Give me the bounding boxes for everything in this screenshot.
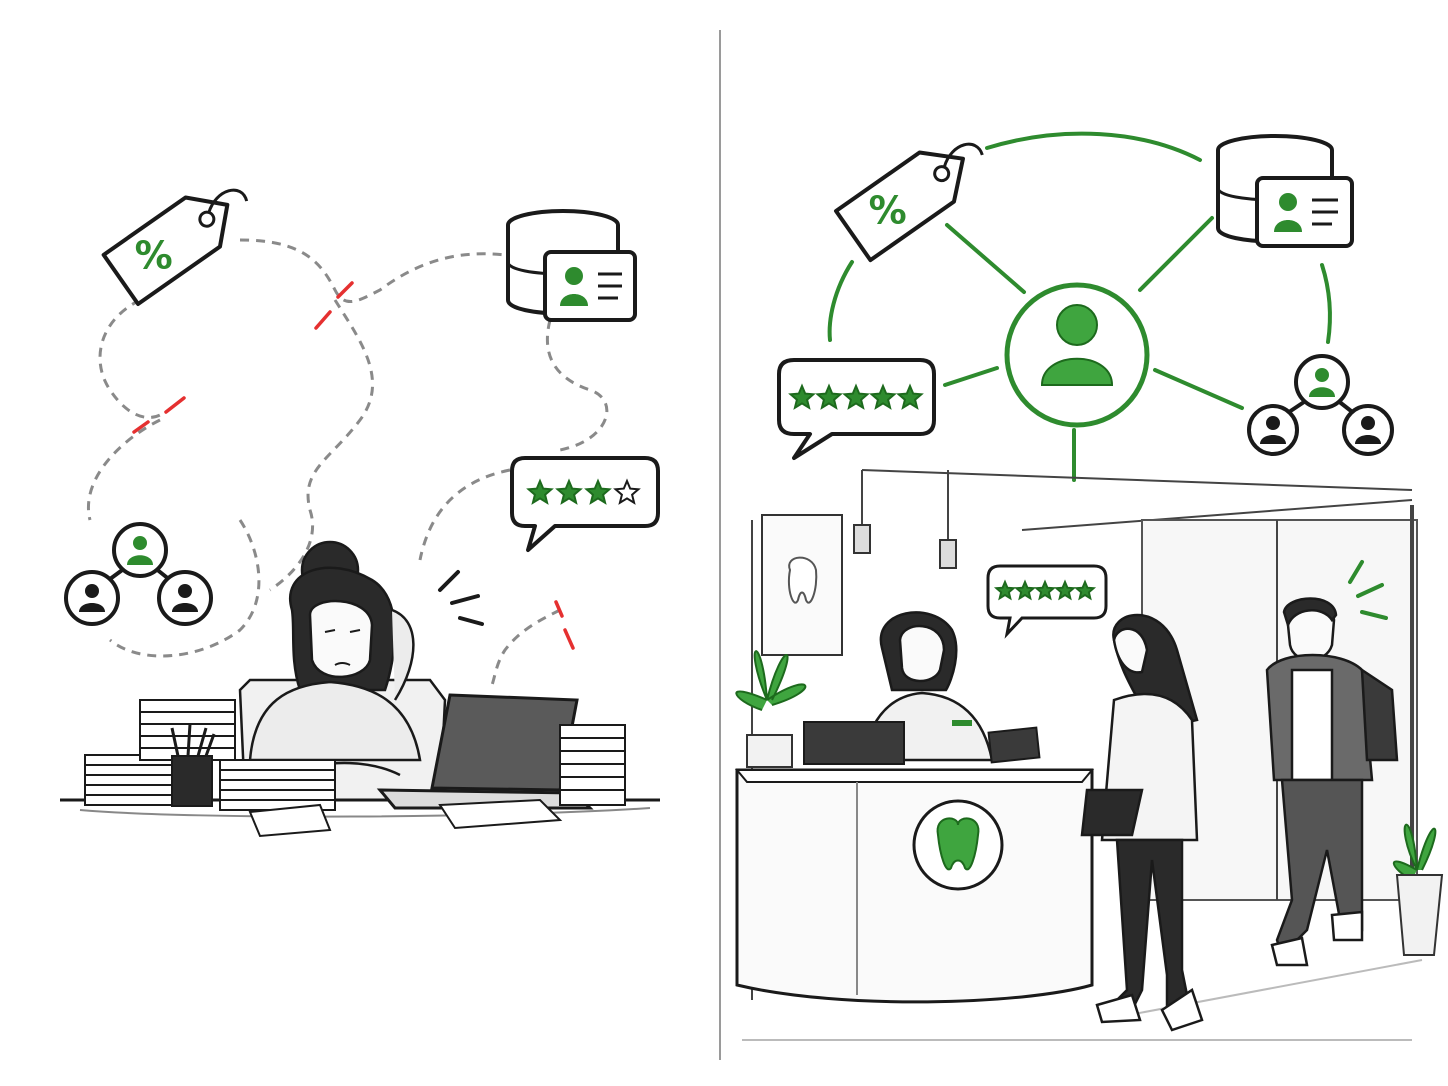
right-scene-svg: % — [734, 131, 1444, 1041]
reception-desk — [734, 768, 1095, 1004]
patient-hub-icon — [1004, 282, 1150, 428]
star-rating-row — [526, 478, 641, 505]
dashed-link-lines — [87, 238, 609, 691]
patient-man — [1265, 597, 1399, 967]
percent-tag-icon: % — [834, 142, 984, 263]
right-panel-connected-scene: % — [722, 0, 1448, 1086]
star-filled-icon — [1033, 579, 1057, 601]
happy-marks — [1348, 560, 1388, 620]
pencil-cup — [170, 723, 216, 807]
stress-marks — [438, 570, 484, 626]
panel-divider — [719, 30, 721, 1060]
left-scene-svg: % — [60, 188, 660, 838]
patient-woman — [1080, 613, 1204, 1032]
percent-symbol: % — [869, 188, 907, 232]
percent-symbol: % — [135, 233, 173, 277]
star-rating-row — [788, 383, 924, 410]
referral-network-icon — [1247, 354, 1394, 456]
star-filled-icon — [869, 383, 897, 410]
database-contact-icon — [1216, 134, 1354, 248]
star-filled-icon — [815, 383, 843, 410]
desk-rating-bubble — [986, 564, 1108, 639]
star-filled-icon — [526, 478, 554, 505]
broken-link-marks — [132, 281, 575, 650]
star-filled-icon — [788, 383, 816, 410]
percent-tag-icon: % — [101, 188, 249, 306]
potted-plant-right — [1392, 823, 1444, 956]
left-panel-stressed-scene: % — [0, 0, 718, 1086]
star-filled-icon — [896, 383, 924, 410]
star-filled-icon — [1073, 579, 1097, 601]
rating-bubble-icon — [777, 358, 936, 460]
star-filled-icon — [1013, 579, 1037, 601]
referral-network-icon — [64, 522, 213, 626]
star-filled-icon — [584, 478, 612, 505]
star-filled-icon — [1053, 579, 1077, 601]
database-contact-icon — [506, 209, 637, 322]
rating-bubble-icon — [510, 456, 660, 552]
star-rating-row — [993, 579, 1097, 601]
star-filled-icon — [993, 579, 1017, 601]
reception-monitor — [803, 721, 1041, 765]
connected-link-lines — [827, 131, 1332, 482]
star-empty-icon — [613, 478, 641, 505]
potted-plant-left — [735, 650, 807, 768]
star-filled-icon — [842, 383, 870, 410]
tooth-icon — [936, 817, 980, 871]
star-filled-icon — [555, 478, 583, 505]
paper-stacks — [84, 699, 626, 838]
